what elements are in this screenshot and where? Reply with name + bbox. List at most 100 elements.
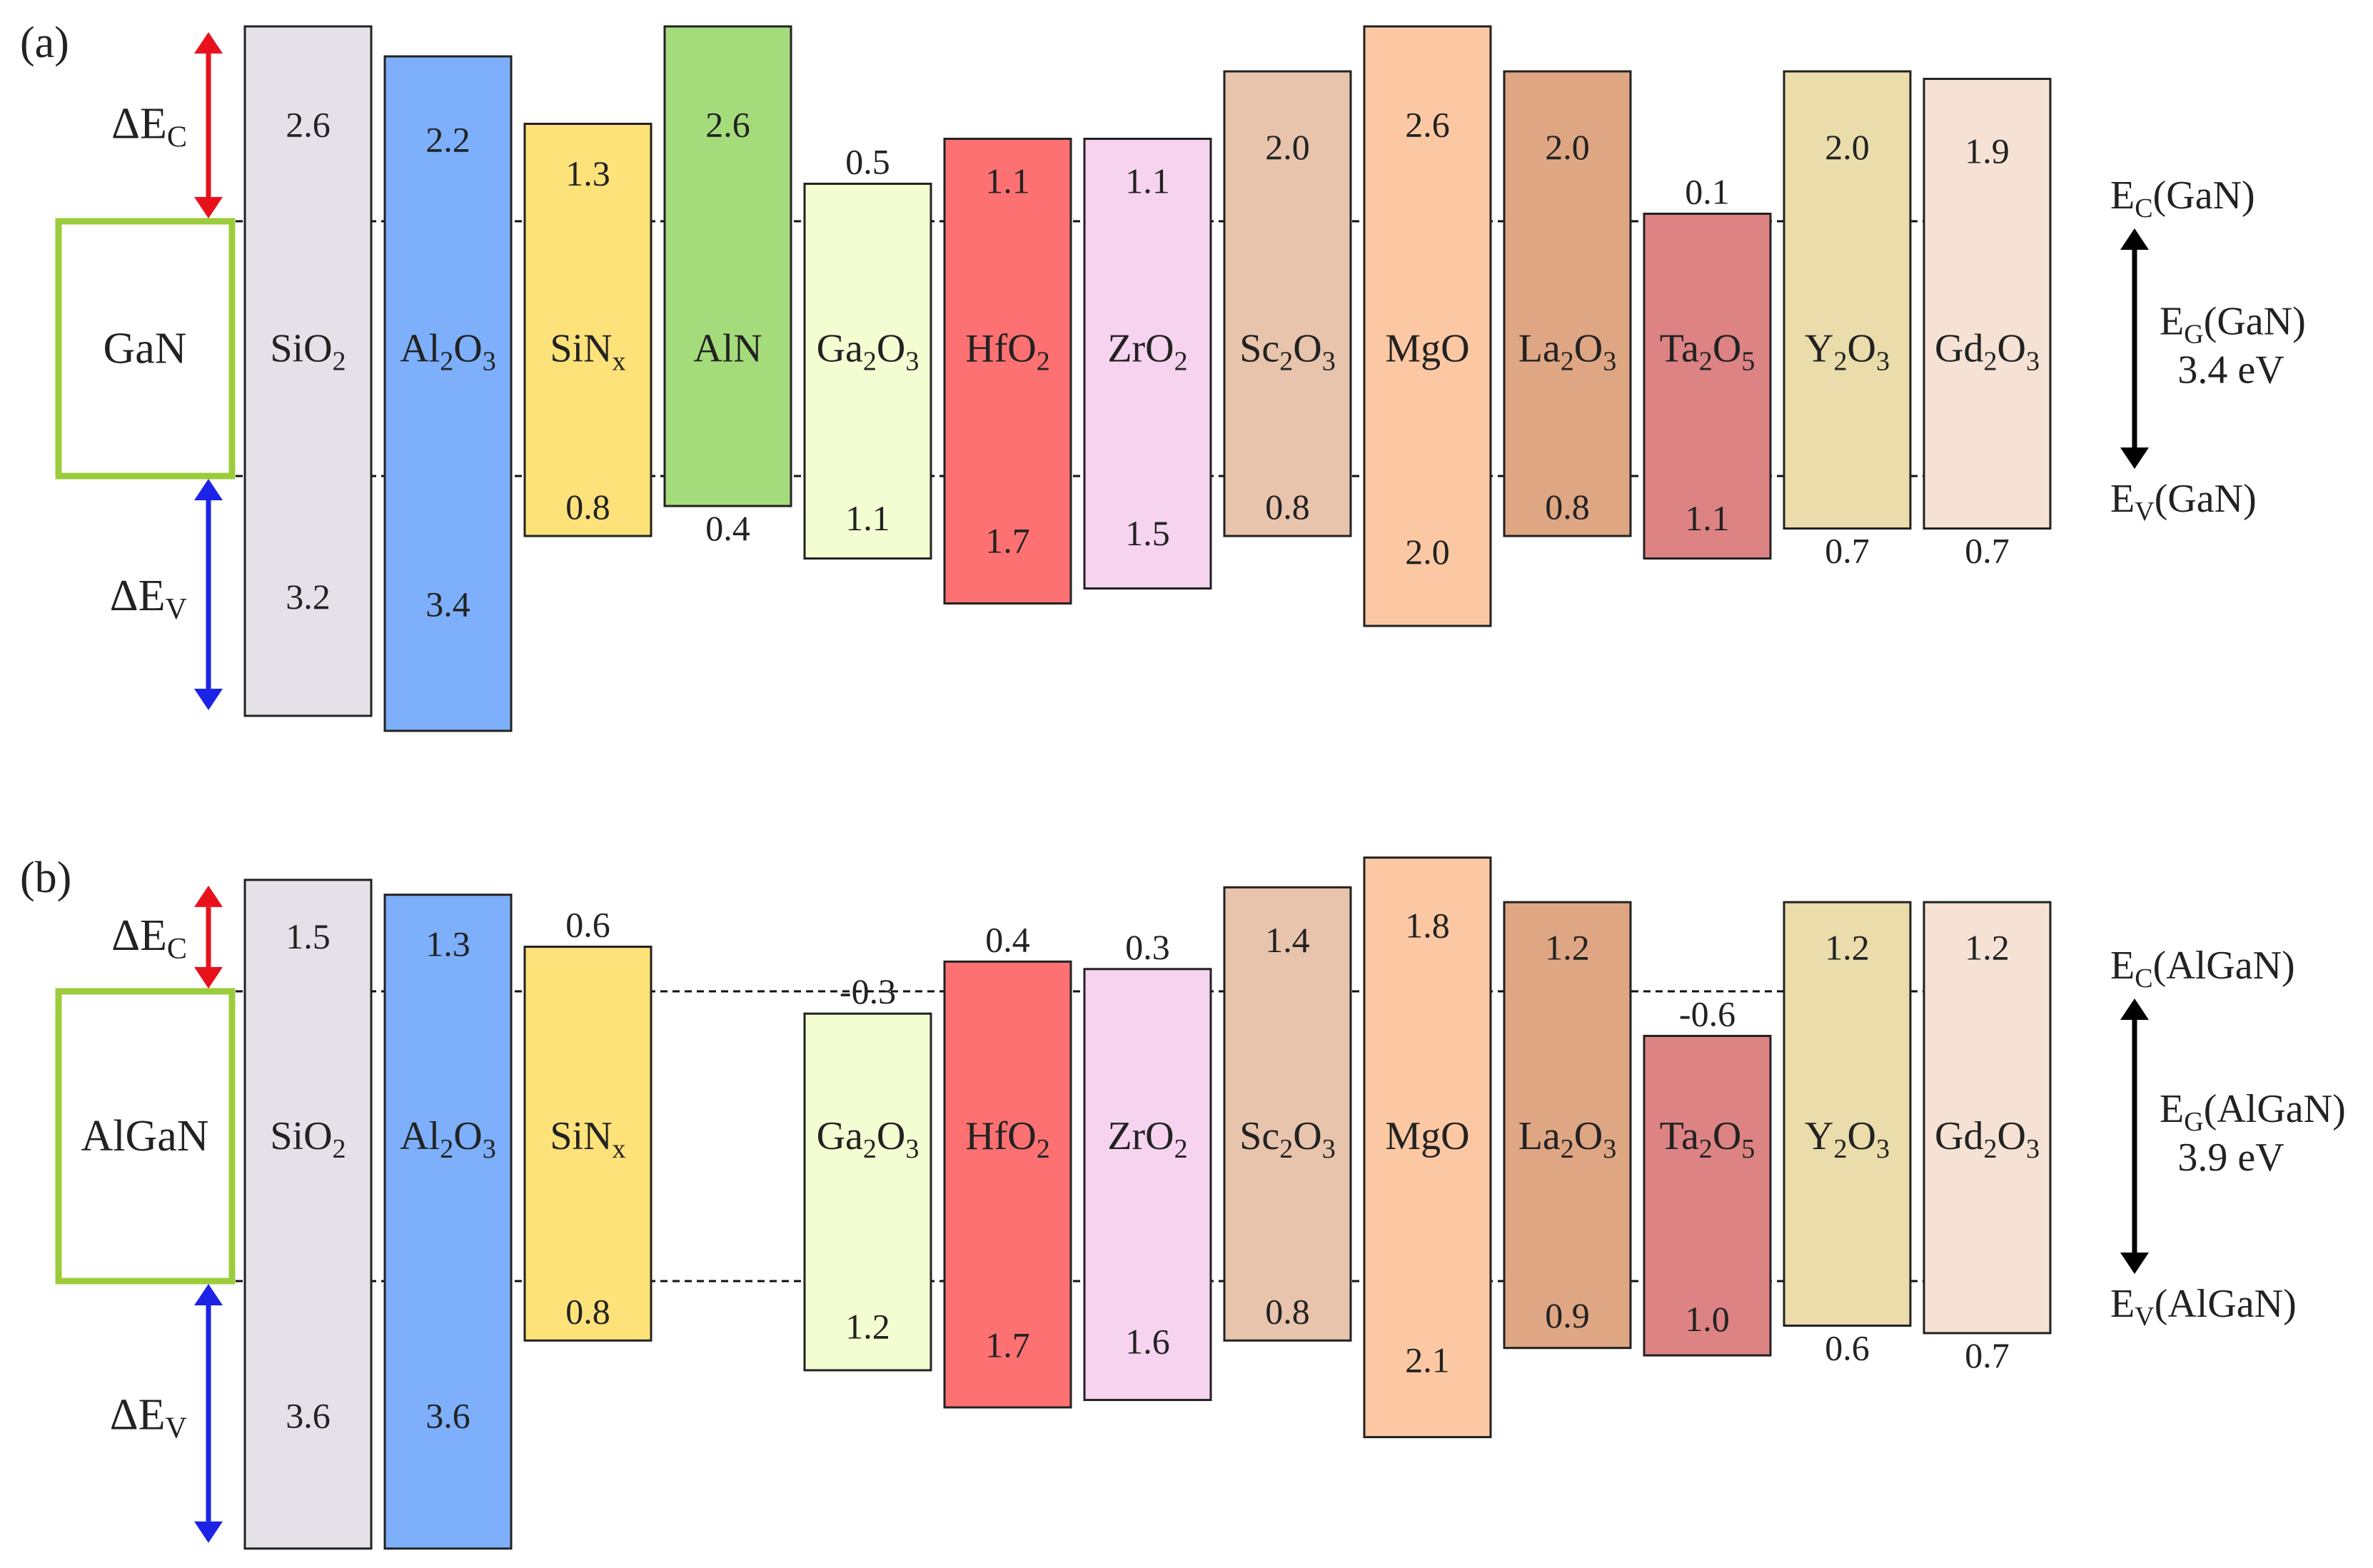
conduction-offset-value: 0.4 — [985, 919, 1030, 959]
valence-offset-value: 2.1 — [1405, 1340, 1450, 1380]
band-box — [943, 960, 1072, 1409]
band-box — [243, 879, 373, 1550]
valence-offset-value: 0.9 — [1545, 1295, 1590, 1335]
semiconductor-label: AlGaN — [81, 1112, 208, 1160]
subscript: 2 — [1833, 347, 1847, 377]
subscript: 3 — [2026, 347, 2040, 377]
subscript: 2 — [1983, 1134, 1997, 1164]
arrow-head-down — [194, 967, 223, 988]
material-name: Ga2O3 — [817, 1114, 920, 1164]
band-box — [523, 946, 653, 1342]
material-name: HfO2 — [965, 327, 1050, 377]
conduction-offset-value: 1.3 — [565, 153, 610, 193]
conduction-offset-value: 1.1 — [1125, 161, 1170, 201]
band-box — [1923, 901, 2052, 1335]
subscript: 3 — [483, 1134, 496, 1164]
subscript: 3 — [1876, 1134, 1890, 1164]
subscript: 2 — [1174, 1134, 1188, 1164]
text-part: SiN — [550, 1114, 612, 1158]
material-name: ZrO2 — [1107, 327, 1187, 377]
subscript: 2 — [1174, 347, 1188, 377]
subscript: 3 — [905, 1134, 919, 1164]
text-part: O — [1574, 327, 1603, 371]
text-part: Ga — [817, 327, 863, 371]
material-name: MgO — [1385, 327, 1469, 371]
text-part: Sc — [1239, 327, 1279, 371]
conduction-offset-value: -0.6 — [1679, 993, 1735, 1033]
subscript: G — [2184, 320, 2204, 350]
text-part: AlN — [693, 327, 762, 371]
material-name: Ta2O5 — [1660, 1114, 1755, 1164]
arrow-head-up — [194, 32, 223, 54]
subscript: 2 — [1037, 347, 1050, 377]
text-part: ΔE — [111, 911, 167, 960]
subscript: 2 — [1833, 1134, 1847, 1164]
band-box — [1783, 901, 1912, 1327]
text-part: SiN — [550, 327, 612, 371]
bandgap-label: EG(AlGaN) — [2160, 1087, 2346, 1137]
material-name: ZrO2 — [1107, 1114, 1187, 1164]
arrow-head-up — [194, 479, 223, 500]
text-part: (GaN) — [2204, 300, 2306, 344]
conduction-offset-value: 2.6 — [286, 105, 331, 145]
valence-offset-value: 3.2 — [286, 577, 331, 617]
conduction-offset-value: 2.2 — [425, 120, 470, 160]
valence-offset-value: 1.1 — [1685, 498, 1730, 538]
text-part: ZrO — [1107, 1114, 1174, 1158]
subscript: 2 — [863, 1134, 877, 1164]
band-box — [803, 183, 932, 560]
material-name: Ga2O3 — [817, 327, 920, 377]
valence-offset-value: 0.8 — [565, 487, 610, 527]
subscript: 2 — [1561, 347, 1574, 377]
band-box — [1783, 70, 1912, 530]
text-part: O — [877, 1114, 905, 1158]
subscript: C — [167, 121, 187, 154]
text-part: O — [1713, 327, 1741, 371]
conduction-offset-value: 2.0 — [1545, 127, 1590, 167]
delta-ev-arrow — [194, 1284, 223, 1543]
material-name: SiNx — [550, 327, 625, 377]
conduction-offset-value: -0.3 — [840, 971, 896, 1011]
arrow-head-down — [194, 689, 223, 710]
text-part: MgO — [1385, 1114, 1469, 1158]
material-name: Sc2O3 — [1239, 1114, 1336, 1164]
subscript: V — [2135, 1302, 2155, 1332]
conduction-offset-value: 1.2 — [1825, 928, 1870, 968]
material-name: Sc2O3 — [1239, 327, 1336, 377]
text-part: O — [1997, 1114, 2026, 1158]
valence-offset-value: 0.6 — [1825, 1327, 1870, 1367]
conduction-offset-value: 1.5 — [286, 916, 331, 956]
delta-ev-label: ΔEV — [110, 1390, 187, 1445]
valence-offset-value: 1.1 — [845, 498, 890, 538]
text-part: ΔE — [111, 100, 167, 148]
material-tao: Ta2O5-0.61.0 — [1643, 993, 1772, 1357]
text-part: La — [1518, 327, 1561, 371]
subscript: 2 — [440, 1134, 453, 1164]
valence-offset-value: 1.5 — [1125, 513, 1170, 553]
arrow-head-down — [2120, 1253, 2149, 1274]
text-part: (AlGaN) — [2153, 944, 2295, 988]
material-sin: SiNx 1.3 0.8 — [523, 123, 653, 537]
text-part: Sc — [1239, 1114, 1279, 1158]
text-part: SiO — [270, 1114, 332, 1158]
subscript: 2 — [1279, 1134, 1293, 1164]
material-name: SiNx — [550, 1114, 625, 1164]
text-part: E — [2160, 1087, 2184, 1131]
arrow-head-down — [194, 1521, 223, 1543]
arrow-head-up — [194, 885, 223, 907]
material-name: Al2O3 — [400, 1114, 496, 1164]
conduction-offset-value: 2.6 — [1405, 105, 1450, 145]
material-name: SiO2 — [270, 327, 346, 377]
band-box — [1923, 78, 2052, 530]
subscript: x — [613, 1134, 626, 1164]
